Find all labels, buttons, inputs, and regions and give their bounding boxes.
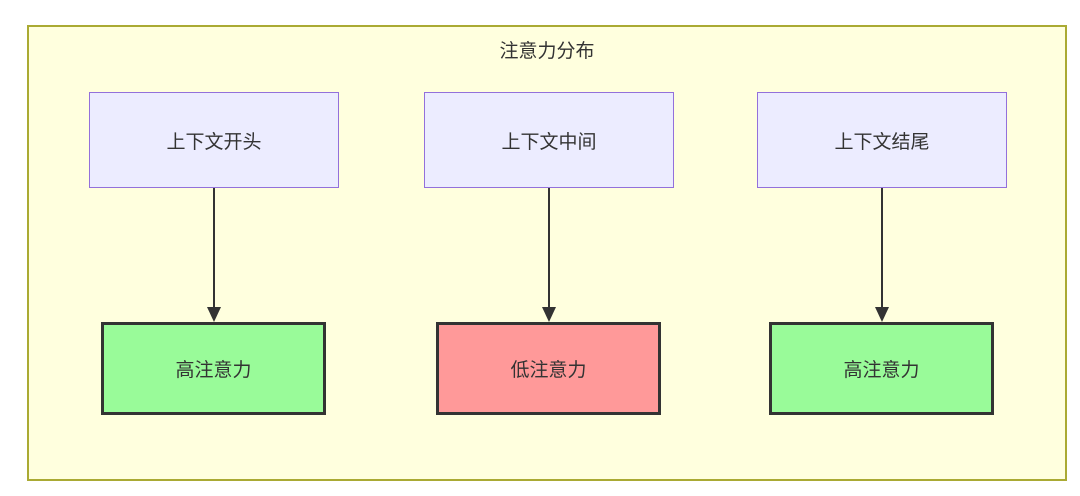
node-context-middle: 上下文中间 xyxy=(424,92,674,188)
attention-distribution-cluster: 注意力分布 上下文开头 上下文中间 上下文结尾 高注意力 低注意力 xyxy=(27,25,1067,481)
node-high-attention-1-label: 高注意力 xyxy=(175,360,252,381)
node-high-attention-2: 高注意力 xyxy=(769,322,994,415)
arrow-start-to-high-icon xyxy=(207,188,221,322)
node-context-start: 上下文开头 xyxy=(89,92,339,188)
node-high-attention-1: 高注意力 xyxy=(101,322,326,415)
node-low-attention-label: 低注意力 xyxy=(510,360,587,381)
cluster-title: 注意力分布 xyxy=(499,41,595,62)
node-high-attention-2-label: 高注意力 xyxy=(843,360,920,381)
node-context-end-label: 上下文结尾 xyxy=(834,131,930,153)
node-context-start-label: 上下文开头 xyxy=(166,131,262,153)
node-low-attention: 低注意力 xyxy=(436,322,661,415)
node-context-end: 上下文结尾 xyxy=(757,92,1007,188)
arrow-end-to-high-icon xyxy=(875,188,889,322)
node-context-middle-label: 上下文中间 xyxy=(501,131,597,153)
arrow-middle-to-low-icon xyxy=(542,188,556,322)
